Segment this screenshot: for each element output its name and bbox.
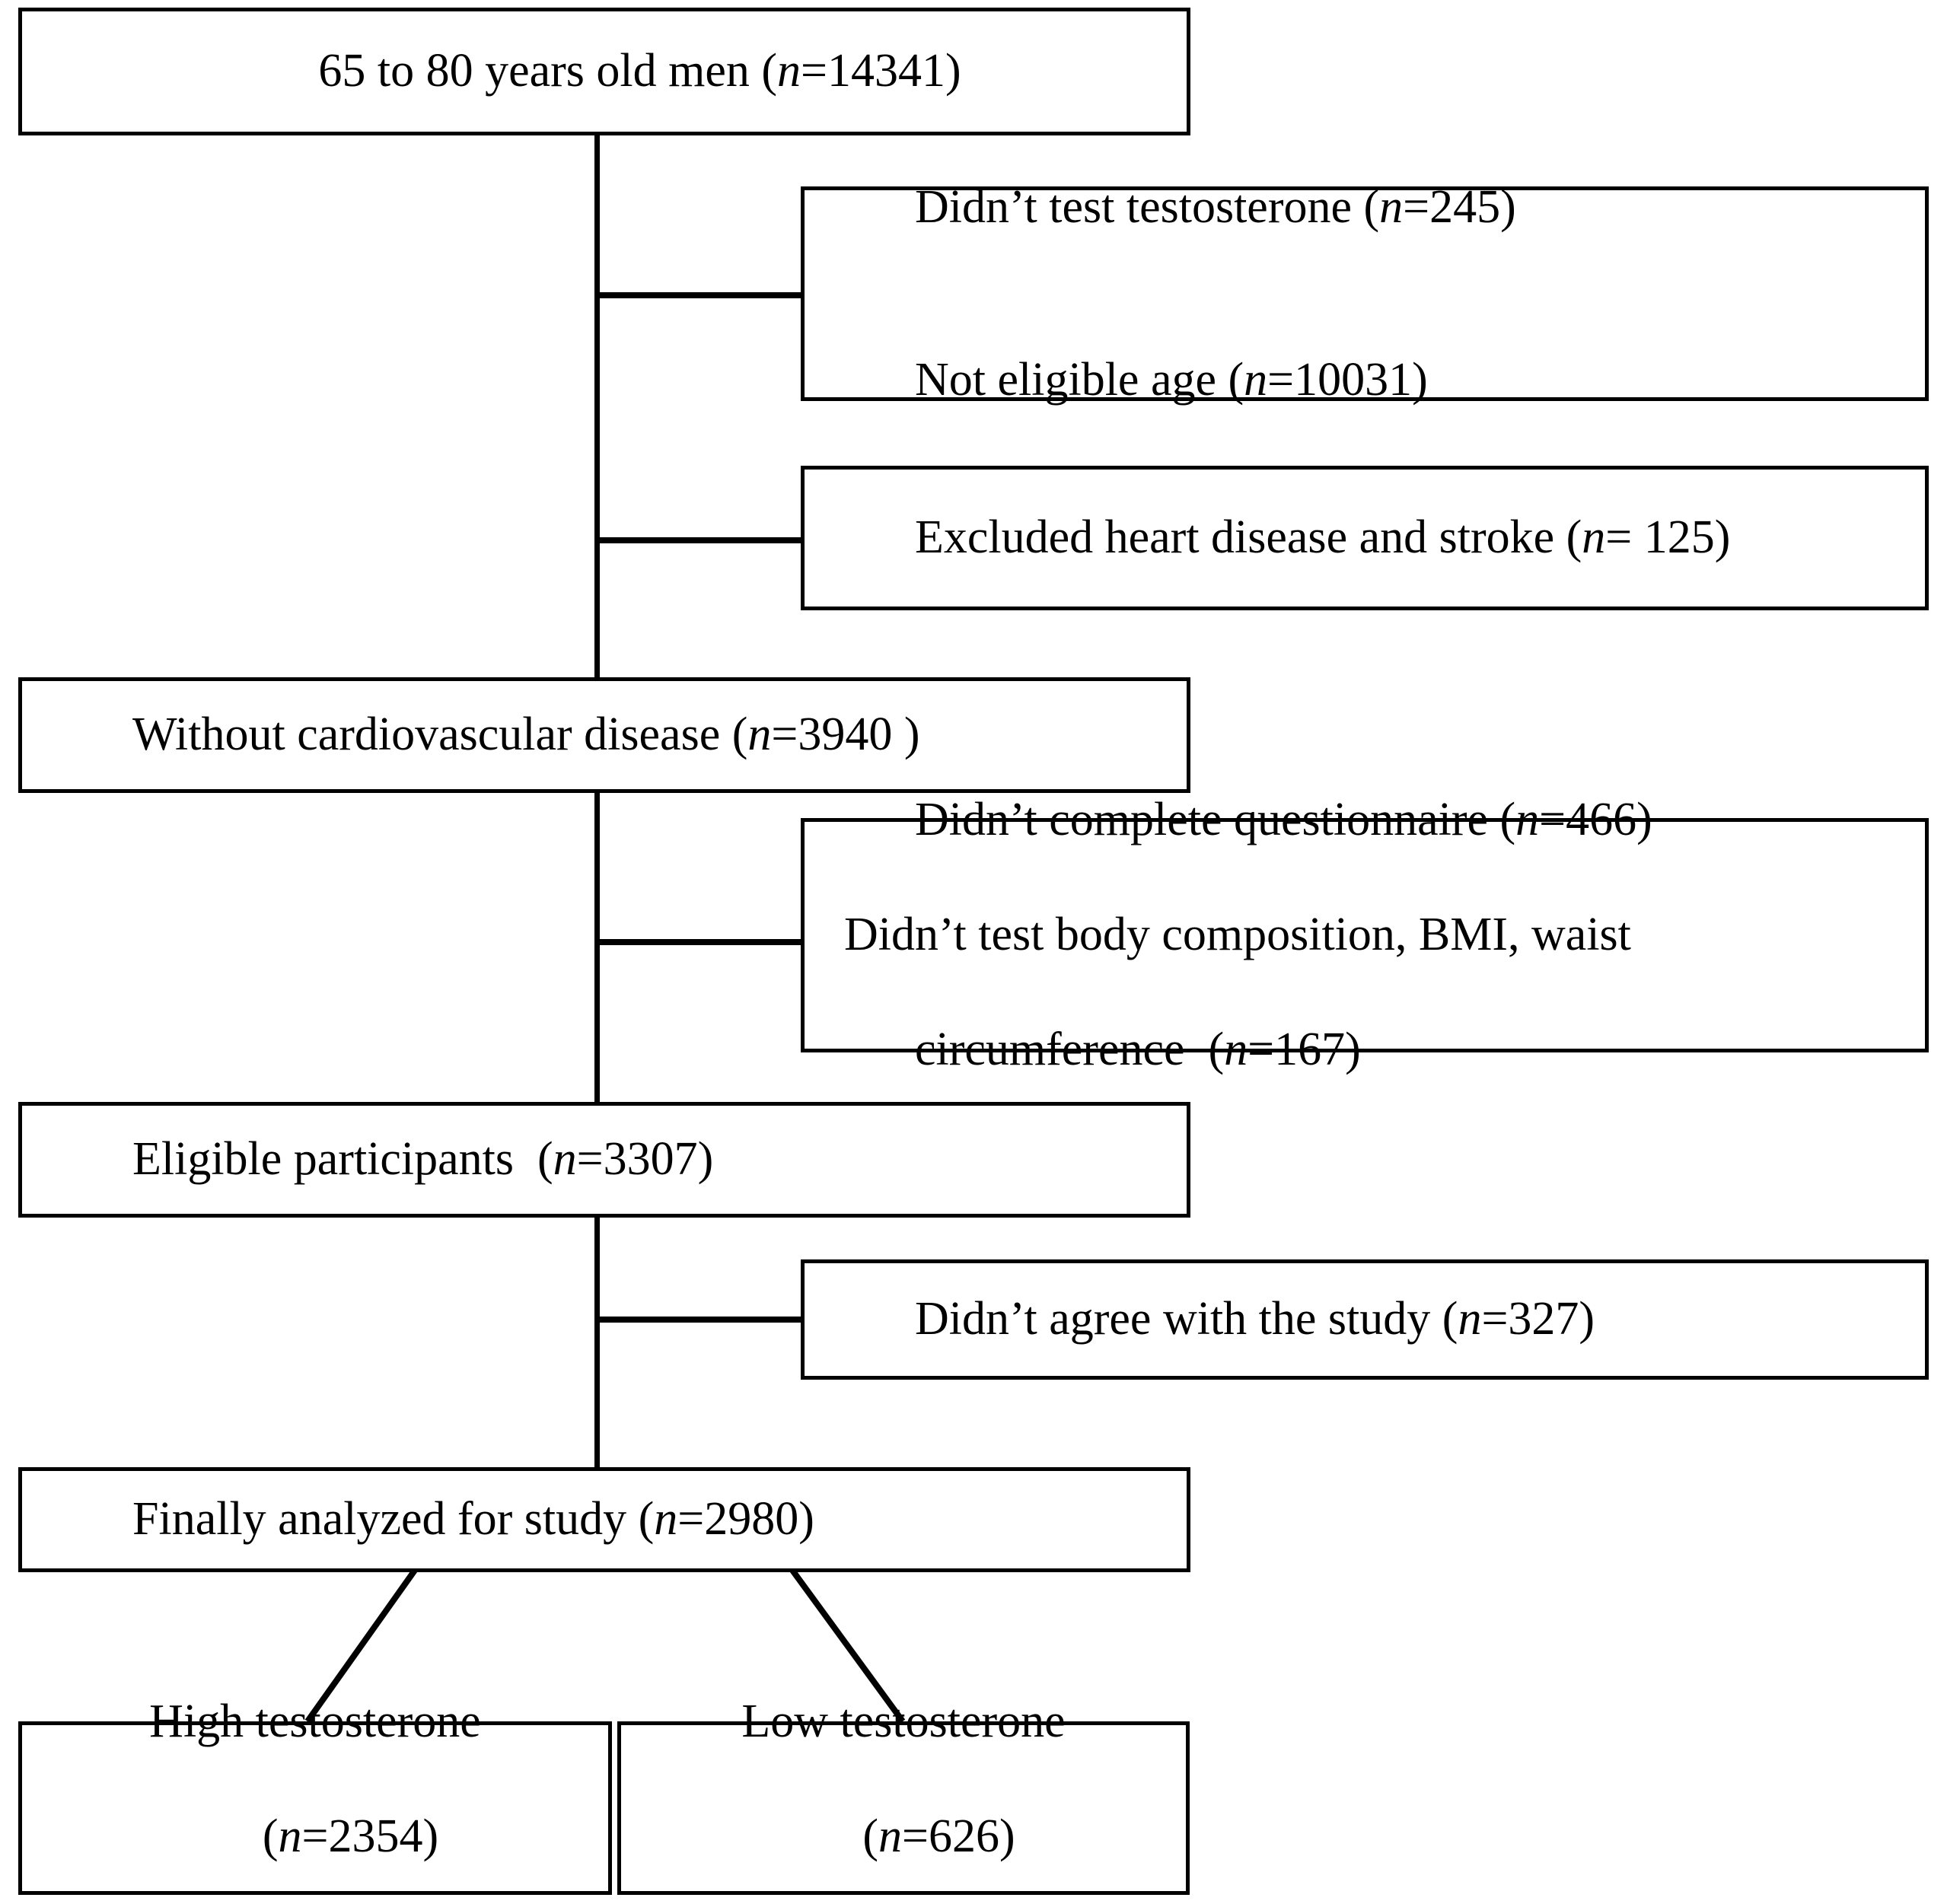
- connector-trunk-lower: [594, 1218, 600, 1469]
- node-exclusion-3[interactable]: Didn’t complete questionnaire (n=466) Di…: [801, 794, 1929, 1075]
- exclusion-1-line-1-count: =245): [1403, 180, 1516, 233]
- connector-branch-exclusion-2: [594, 537, 805, 543]
- node-exclusion-3-line-2: Didn’t test body composition, BMI, waist: [844, 909, 1631, 961]
- exclusion-3-line-3-n-italic: n: [1224, 1024, 1248, 1076]
- node-group-low-line-2: (n=626): [621, 1750, 1186, 1904]
- node-group-high-line-1: High testosterone: [149, 1695, 481, 1747]
- group-low-count: =626): [902, 1810, 1015, 1862]
- node-exclusion-1[interactable]: Didn’t test testosterone (n=245) Not eli…: [801, 181, 1929, 406]
- node-exclusion-1-line-2: Not eligible age (n=10031): [805, 294, 1925, 466]
- without-cvd-label: Without cardiovascular disease (: [132, 708, 748, 761]
- group-low-paren-open: (: [862, 1810, 879, 1862]
- source-population-count: =14341): [801, 45, 961, 97]
- analyzed-label: Finally analyzed for study (: [132, 1493, 655, 1546]
- node-group-high-line-2: (n=2354): [22, 1750, 608, 1904]
- source-population-label: 65 to 80 years old men (: [318, 45, 778, 97]
- group-high-n-italic: n: [278, 1810, 302, 1862]
- node-exclusion-4-line-1: Didn’t agree with the study (n=327): [805, 1234, 1925, 1406]
- connector-branch-exclusion-4: [594, 1317, 805, 1323]
- exclusion-2-count: = 125): [1605, 511, 1731, 564]
- node-eligible-participants-text: Eligible participants (n=3307): [22, 1074, 1187, 1247]
- node-exclusion-2-line-1: Excluded heart disease and stroke (n= 12…: [805, 452, 1925, 625]
- exclusion-3-line-3-count: =167): [1248, 1024, 1361, 1076]
- connector-diagonal-right: [789, 1567, 906, 1724]
- exclusion-3-line-1-label: Didn’t complete questionnaire (: [915, 793, 1516, 845]
- eligible-count: =3307): [576, 1133, 714, 1186]
- exclusion-1-line-2-count: =10031): [1267, 353, 1428, 406]
- exclusion-1-line-1-n-italic: n: [1379, 180, 1404, 233]
- node-group-low-line-1: Low testosterone: [741, 1695, 1066, 1747]
- node-finally-analyzed-text: Finally analyzed for study (n=2980): [22, 1434, 1187, 1606]
- node-without-cvd[interactable]: Without cardiovascular disease (n=3940 ): [18, 677, 1190, 793]
- connector-diagonal-left: [304, 1567, 419, 1724]
- exclusion-4-count: =327): [1481, 1293, 1595, 1345]
- node-exclusion-1-line-1: Didn’t test testosterone (n=245): [805, 121, 1925, 294]
- exclusion-4-n-italic: n: [1458, 1293, 1482, 1345]
- exclusion-2-n-italic: n: [1582, 511, 1606, 564]
- connector-branch-exclusion-1: [594, 292, 805, 298]
- exclusion-3-line-1-count: =466): [1539, 793, 1652, 845]
- group-low-n-italic: n: [878, 1810, 903, 1862]
- connector-branch-exclusion-3: [594, 939, 805, 945]
- connector-trunk-middle: [594, 791, 600, 1111]
- node-without-cvd-text: Without cardiovascular disease (n=3940 ): [22, 649, 1187, 822]
- group-high-paren-open: (: [262, 1810, 279, 1862]
- node-eligible-participants[interactable]: Eligible participants (n=3307): [18, 1102, 1190, 1218]
- eligible-label: Eligible participants (: [132, 1133, 553, 1186]
- eligible-n-italic: n: [553, 1133, 577, 1186]
- node-exclusion-3-line-1: Didn’t complete questionnaire (n=466): [805, 734, 1925, 906]
- node-finally-analyzed[interactable]: Finally analyzed for study (n=2980): [18, 1467, 1190, 1572]
- connector-trunk-top: [594, 134, 600, 682]
- exclusion-4-label: Didn’t agree with the study (: [915, 1293, 1458, 1345]
- exclusion-1-line-1-label: Didn’t test testosterone (: [915, 180, 1380, 233]
- analyzed-n-italic: n: [654, 1493, 678, 1546]
- node-group-high-testosterone[interactable]: High testosterone (n=2354): [18, 1695, 612, 1895]
- exclusion-3-line-1-n-italic: n: [1515, 793, 1540, 845]
- node-group-low-testosterone[interactable]: Low testosterone (n=626): [617, 1695, 1190, 1895]
- node-exclusion-3-line-3: circumference (n=167): [805, 964, 1925, 1137]
- node-exclusion-2[interactable]: Excluded heart disease and stroke (n= 12…: [801, 466, 1929, 610]
- exclusion-1-line-2-label: Not eligible age (: [915, 353, 1244, 406]
- node-source-population[interactable]: 65 to 80 years old men (n=14341): [18, 8, 1190, 135]
- exclusion-2-label: Excluded heart disease and stroke (: [915, 511, 1582, 564]
- analyzed-count: =2980): [677, 1493, 814, 1546]
- source-population-n-italic: n: [777, 45, 801, 97]
- group-high-count: =2354): [301, 1810, 439, 1862]
- without-cvd-count: =3940 ): [771, 708, 920, 761]
- without-cvd-n-italic: n: [747, 708, 772, 761]
- exclusion-3-line-3-label: circumference (: [915, 1024, 1225, 1076]
- node-exclusion-4[interactable]: Didn’t agree with the study (n=327): [801, 1259, 1929, 1380]
- exclusion-1-line-2-n-italic: n: [1244, 353, 1268, 406]
- node-source-population-text: 65 to 80 years old men (n=14341): [22, 0, 1187, 158]
